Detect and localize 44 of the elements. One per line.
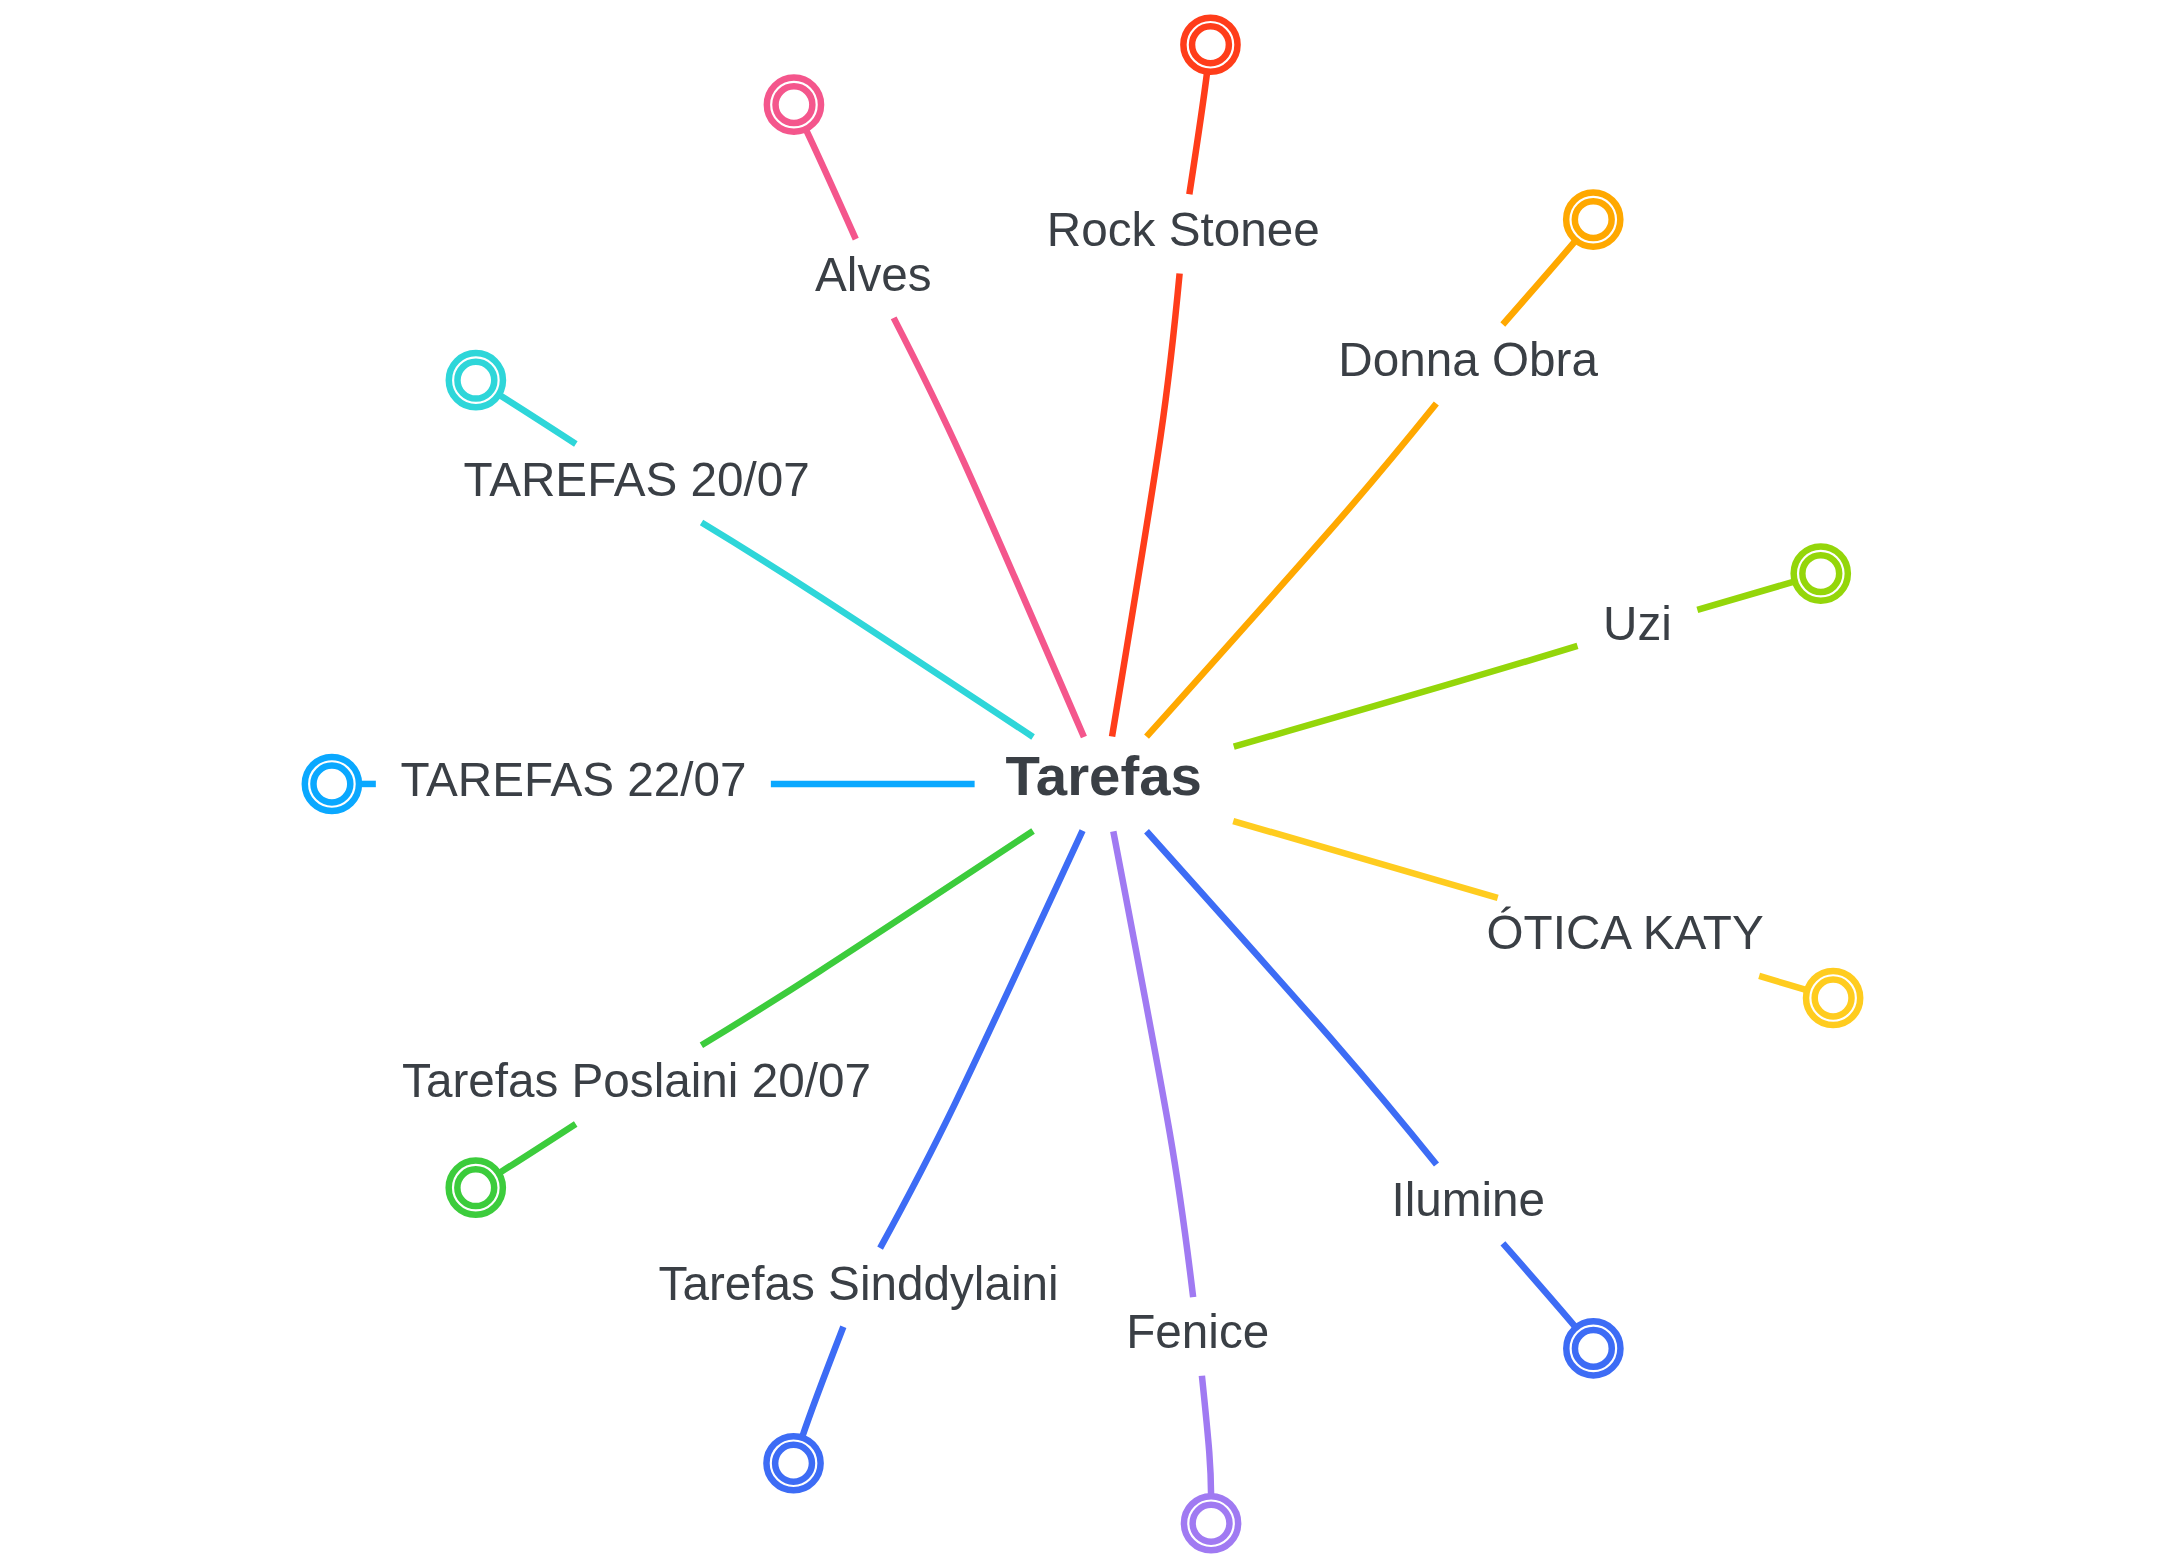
connector <box>1110 830 1197 1298</box>
node-circle <box>301 753 363 814</box>
connector <box>1186 71 1211 195</box>
connector <box>699 519 1035 740</box>
node-circle <box>1562 188 1624 250</box>
node-circle <box>445 1156 507 1218</box>
node-text: Ilumine <box>1391 1172 1546 1226</box>
connector <box>1500 237 1579 327</box>
connector <box>1696 577 1796 613</box>
connector <box>799 1325 847 1438</box>
node-text: Alves <box>815 247 932 301</box>
node-text: Tarefas <box>1005 743 1202 807</box>
connector <box>497 391 578 447</box>
node-circle <box>763 1432 824 1494</box>
connector <box>1198 1374 1215 1496</box>
node-text: TAREFAS 22/07 <box>400 752 747 806</box>
connector <box>1758 972 1808 993</box>
node-text: TAREFAS 20/07 <box>463 452 810 506</box>
node-circle <box>763 73 825 135</box>
connector <box>890 315 1087 738</box>
connector <box>1108 272 1183 737</box>
connector <box>877 828 1086 1250</box>
node-circle <box>1180 13 1241 75</box>
node-circle <box>445 349 507 410</box>
connector <box>802 127 859 240</box>
connector <box>770 780 975 787</box>
node-circle <box>1180 1492 1242 1554</box>
node-circle <box>1563 1317 1624 1379</box>
node-text: Uzi <box>1603 596 1672 650</box>
node-text: Fenice <box>1126 1304 1270 1358</box>
connector <box>1144 828 1439 1166</box>
connector <box>497 1120 578 1176</box>
node-text: Tarefas Sinddylaini <box>658 1256 1059 1310</box>
connector <box>1144 400 1439 739</box>
node-text: Tarefas Poslaini 20/07 <box>402 1053 871 1107</box>
node-text: ÓTICA KATY <box>1486 905 1764 959</box>
node-circle <box>1790 542 1852 604</box>
node-text: Donna Obra <box>1338 332 1598 386</box>
connector <box>1232 642 1579 750</box>
connector <box>699 827 1035 1048</box>
node-text: Rock Stonee <box>1046 202 1320 256</box>
node-circle <box>1802 967 1864 1028</box>
connector <box>1232 817 1499 901</box>
connector <box>1500 1240 1579 1330</box>
